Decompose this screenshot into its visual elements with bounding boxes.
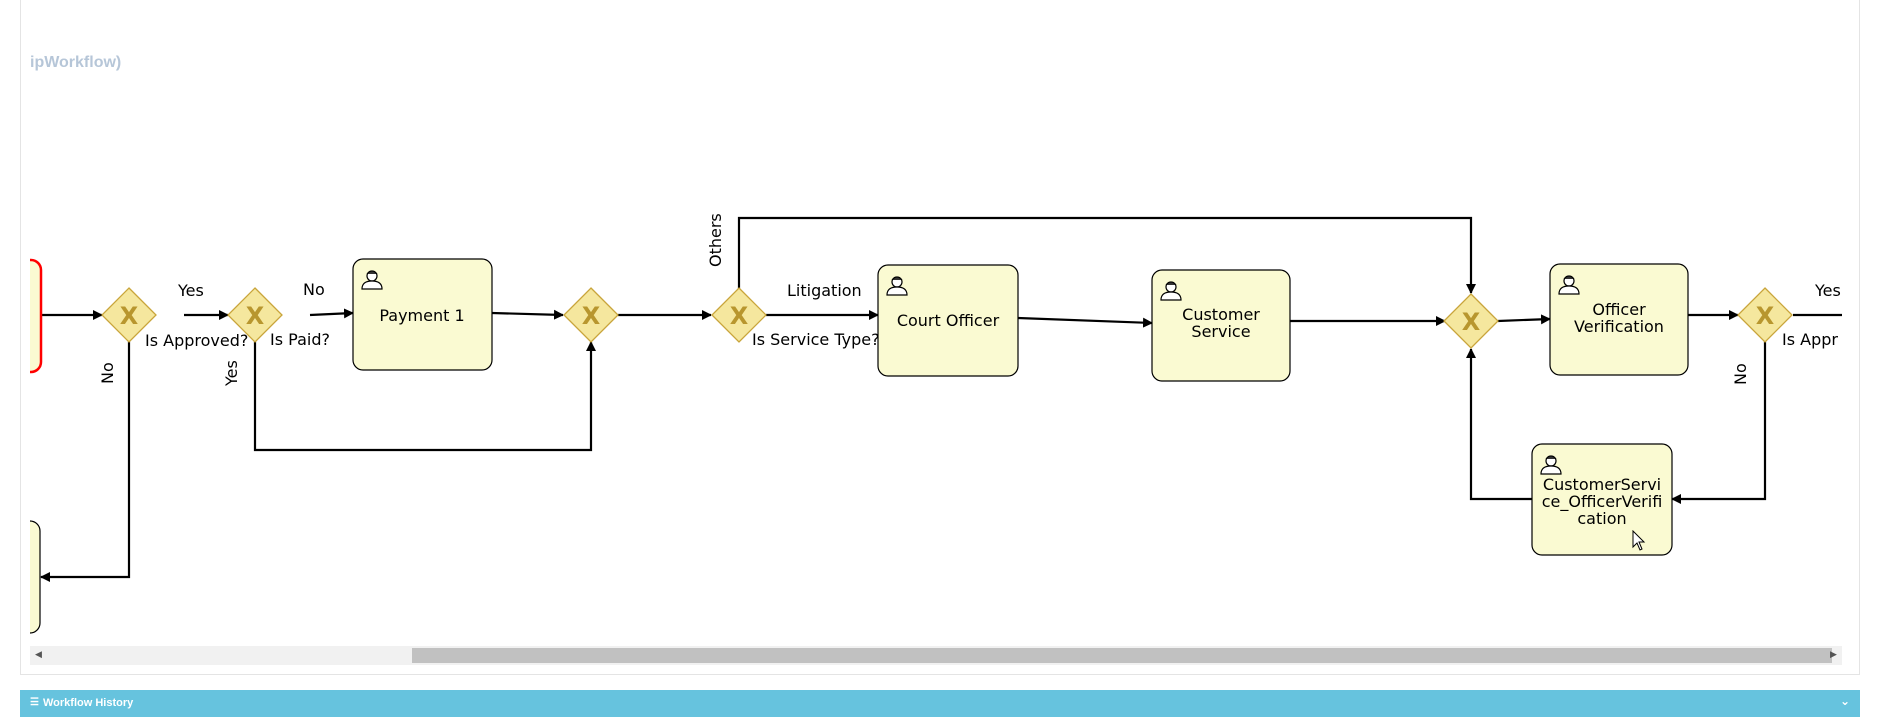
task-label-line: CustomerServi [1543, 475, 1661, 494]
flow-label: Yes [1814, 281, 1841, 300]
flow-edge [1466, 348, 1532, 501]
flow-edge [40, 340, 131, 582]
task-court-officer: Court Officer [877, 264, 1019, 377]
flow-edge [737, 216, 1476, 294]
workflow-history-header[interactable]: ☰ Workflow History ⌄ [20, 690, 1860, 717]
flow-label: No [1731, 363, 1750, 385]
flow-edge [253, 340, 596, 452]
flow-label: Yes [177, 281, 204, 300]
bpmn-diagram: ipWorkflow) Payment 1 [30, 54, 1842, 634]
task-label-line: Verification [1574, 317, 1664, 336]
gateway-x-icon: X [582, 302, 601, 330]
scroll-thumb[interactable] [412, 648, 1832, 663]
flow-edge [1497, 314, 1551, 325]
gateway-label: Is Appr [1782, 330, 1838, 349]
task-label: Payment 1 [379, 306, 464, 325]
task-label-line: Customer [1182, 305, 1260, 324]
gateway-x-icon: X [246, 302, 265, 330]
flow-label: Yes [222, 360, 241, 387]
workflow-history-title: Workflow History [43, 697, 134, 709]
task-label-line: ce_OfficerVerifi [1542, 492, 1663, 512]
gateway-x-icon: X [1462, 308, 1481, 336]
mouse-cursor-icon [1632, 530, 1646, 551]
flow-label: No [98, 362, 117, 384]
gateway-x-icon: X [120, 302, 139, 330]
flow-edge [1671, 340, 1767, 504]
chevron-down-icon[interactable]: ⌄ [1839, 694, 1850, 708]
flow-edge [309, 308, 354, 319]
gateway-label: Is Service Type? [752, 330, 880, 349]
gateway-is-approved-right: X [1737, 287, 1793, 343]
task-payment-1: Payment 1 [352, 258, 493, 371]
task-cs-officer-verification: CustomerServi ce_OfficerVerifi cation [1531, 443, 1673, 556]
gateway-x-icon: X [730, 302, 749, 330]
task-officer-verification: Officer Verification [1549, 263, 1689, 376]
gateway-label: Is Paid? [270, 330, 330, 349]
flow-edge [1017, 316, 1153, 328]
gateway-label: Is Approved? [145, 331, 248, 350]
gateway-is-approved: X [101, 287, 157, 343]
task-label-line: cation [1577, 509, 1626, 528]
task-label-line: Service [1191, 322, 1250, 341]
list-icon: ☰ [30, 697, 39, 708]
scroll-right-arrow-icon[interactable]: ▶ [1830, 650, 1837, 660]
task-label: Court Officer [897, 311, 1000, 330]
gateway-merge: X [563, 287, 619, 343]
diagram-title: ipWorkflow) [30, 54, 121, 71]
horizontal-scrollbar[interactable]: ◀ ▶ [30, 646, 1842, 665]
flow-edge [491, 309, 564, 320]
gateway-join: X [1443, 293, 1499, 349]
task-label-line: Officer [1592, 300, 1646, 319]
flow-label: No [303, 280, 325, 299]
start-event-partial [30, 258, 43, 374]
gateway-is-paid: X [227, 287, 283, 343]
task-partial [30, 520, 41, 634]
flow-label: Others [706, 213, 725, 267]
task-customer-service: Customer Service [1151, 269, 1291, 382]
diagram-viewport[interactable]: ipWorkflow) Payment 1 [30, 7, 1842, 647]
scroll-left-arrow-icon[interactable]: ◀ [35, 650, 42, 660]
gateway-x-icon: X [1756, 302, 1775, 330]
flow-label: Litigation [787, 281, 862, 300]
gateway-is-service-type: X [711, 287, 767, 343]
